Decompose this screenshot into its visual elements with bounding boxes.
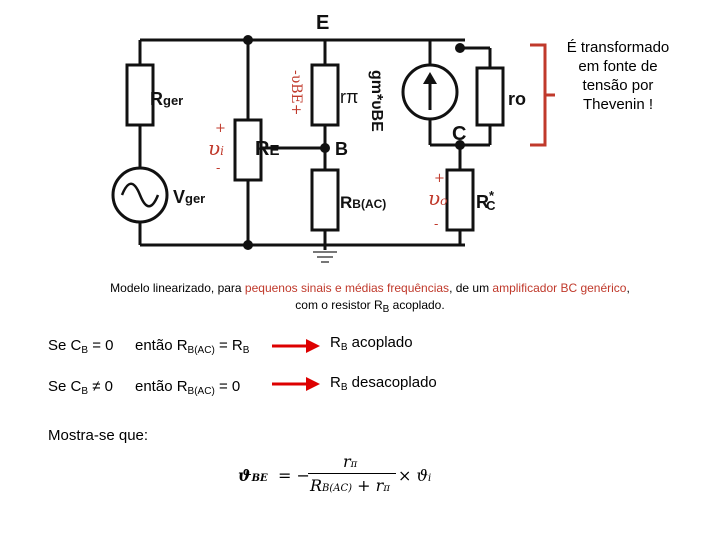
formula-numerator: rπ (343, 452, 358, 471)
arrow-icon (272, 339, 320, 353)
ground-icon (313, 251, 337, 263)
coupling-1: RB acoplado (330, 334, 413, 353)
result-2-value: então RB(AC) = 0 (135, 378, 241, 397)
resistor-r-o (475, 66, 505, 127)
v-o-label: υo (428, 186, 447, 210)
condition-2: Se CB ≠ 0 (48, 378, 113, 397)
node-b-label: B (335, 139, 348, 159)
gm-source-label: gm*υBE (368, 70, 385, 132)
v-be-label: -υBE+ (288, 70, 304, 115)
r-e-label: RE (255, 138, 279, 160)
r-ger-label: Rger (150, 89, 183, 109)
arrow-icon (272, 377, 320, 391)
figure-caption: Modelo linearizado, para pequenos sinais… (110, 281, 630, 315)
v-i-label: υi (208, 136, 224, 160)
result-1-value: então RB(AC) = RB (135, 337, 250, 356)
r-pi-label: rπ (340, 87, 358, 107)
resistor-r-b-ac (310, 168, 340, 232)
thevenin-bracket (530, 43, 555, 147)
circuit-diagram: E B C Rger Vger RE rπ RB(AC) ro R*C gm*υ… (111, 12, 555, 263)
coupling-2: RB desacoplado (330, 374, 437, 393)
resistor-r-ger (125, 63, 155, 127)
fraction-bar (308, 473, 396, 474)
v-i-minus: - (216, 161, 220, 176)
v-o-minus: - (434, 217, 438, 232)
formula-denominator: RB(AC) + rπ (310, 476, 390, 495)
junction-dots (243, 35, 465, 250)
v-o-plus: + (434, 171, 445, 186)
thevenin-note: É transformado em fonte de tensão por Th… (566, 39, 670, 113)
ac-source-icon (111, 166, 169, 224)
conclusion-label: Mostra-se que: (48, 427, 149, 444)
r-c-star-label: R*C (476, 188, 496, 213)
node-e-label: E (316, 12, 329, 34)
resistor-r-c-star (445, 168, 475, 232)
resistor-r-e (233, 118, 263, 182)
formula-equals: = − (278, 466, 310, 485)
condition-1: Se CB = 0 (48, 337, 114, 356)
v-i-plus: + (215, 121, 226, 136)
v-ger-label: Vger (173, 187, 205, 207)
node-c-label: C (452, 123, 466, 145)
r-o-label: ro (508, 89, 526, 109)
formula-times: × ϑi (398, 466, 432, 485)
formula-lhs: ϑBE (238, 466, 268, 485)
current-source-icon (401, 63, 459, 121)
r-b-ac-label: RB(AC) (340, 193, 386, 212)
resistor-r-pi (310, 63, 340, 127)
